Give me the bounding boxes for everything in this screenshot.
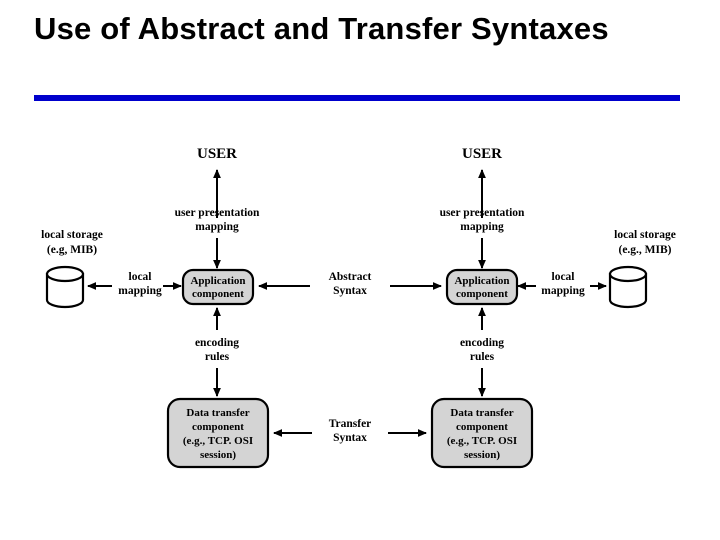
- abstract-syntax-label-line2: Syntax: [333, 285, 367, 297]
- right-data-transfer-line2: component: [456, 421, 508, 433]
- right-application-component-line2: component: [456, 288, 508, 300]
- diagram-container: USER user presentation mapping local sto…: [0, 118, 720, 518]
- right-storage-label-line2: (e.g., MIB): [618, 244, 671, 256]
- right-storage-label-line1: local storage: [614, 229, 676, 241]
- abstract-transfer-syntax-diagram: USER user presentation mapping local sto…: [41, 146, 676, 469]
- transfer-syntax-label-line2: Syntax: [333, 432, 367, 444]
- right-database-cylinder-icon: [608, 265, 648, 309]
- left-local-mapping-label-line1: local: [129, 271, 152, 283]
- left-data-transfer-line4: session): [200, 449, 236, 461]
- left-database-cylinder-icon: [45, 265, 85, 309]
- right-data-transfer-line1: Data transfer: [450, 407, 513, 419]
- transfer-syntax-label-line1: Transfer: [329, 418, 372, 430]
- abstract-syntax-label-line1: Abstract: [329, 271, 372, 283]
- right-local-mapping-label-line2: mapping: [541, 285, 585, 297]
- left-application-component-line2: component: [192, 288, 244, 300]
- title-underline-rule: [34, 95, 680, 101]
- left-data-transfer-line3: (e.g., TCP. OSI: [183, 435, 253, 447]
- left-storage-label-line1: local storage: [41, 229, 103, 241]
- left-application-component-box: Application component: [181, 268, 255, 306]
- left-data-transfer-line1: Data transfer: [186, 407, 249, 419]
- right-data-transfer-line3: (e.g., TCP. OSI: [447, 435, 517, 447]
- right-user-mapping-label-line2: mapping: [460, 221, 504, 233]
- left-application-component-line1: Application: [190, 275, 245, 287]
- right-local-mapping-label-line1: local: [552, 271, 575, 283]
- right-data-transfer-line4: session): [464, 449, 500, 461]
- left-user-mapping-label-line1: user presentation: [175, 207, 260, 219]
- left-encoding-label-line1: encoding: [195, 337, 239, 349]
- page-title: Use of Abstract and Transfer Syntaxes: [34, 11, 609, 46]
- left-local-mapping-label-line2: mapping: [118, 285, 162, 297]
- right-application-component-line1: Application: [454, 275, 509, 287]
- right-user-mapping-label-line1: user presentation: [440, 207, 525, 219]
- right-encoding-label-line1: encoding: [460, 337, 504, 349]
- left-storage-label-line2: (e.g, MIB): [47, 244, 97, 256]
- right-encoding-label-line2: rules: [470, 351, 495, 363]
- left-user-mapping-label-line2: mapping: [195, 221, 239, 233]
- left-user-label: USER: [197, 146, 237, 162]
- left-data-transfer-line2: component: [192, 421, 244, 433]
- left-encoding-label-line2: rules: [205, 351, 230, 363]
- right-user-label: USER: [462, 146, 502, 162]
- left-data-transfer-component-box: Data transfer component (e.g., TCP. OSI …: [166, 397, 270, 469]
- right-data-transfer-component-box: Data transfer component (e.g., TCP. OSI …: [430, 397, 534, 469]
- right-application-component-box: Application component: [445, 268, 519, 306]
